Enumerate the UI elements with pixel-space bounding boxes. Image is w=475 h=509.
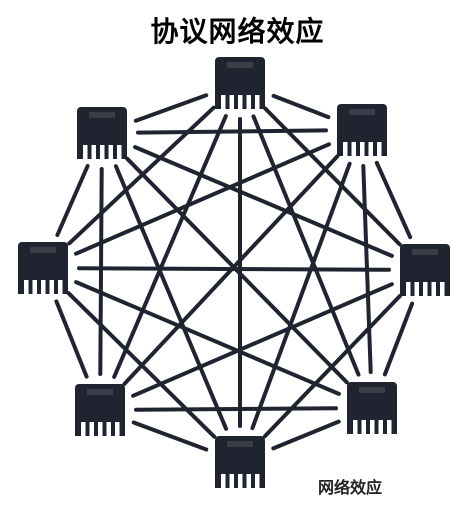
network-links bbox=[54, 93, 415, 452]
network-link bbox=[74, 142, 331, 256]
network-link bbox=[133, 145, 394, 258]
network-link bbox=[131, 282, 394, 398]
network-port-icon bbox=[77, 107, 127, 159]
network-link bbox=[374, 160, 413, 240]
network-link bbox=[54, 299, 89, 379]
network-port-icon bbox=[337, 104, 387, 156]
network-port-icon bbox=[75, 384, 125, 436]
network-link bbox=[112, 114, 228, 379]
network-port-icon bbox=[347, 382, 397, 434]
network-link bbox=[271, 93, 331, 120]
network-port-icon bbox=[215, 436, 265, 488]
network-link bbox=[55, 164, 90, 237]
network-link bbox=[134, 406, 338, 412]
network-link bbox=[271, 419, 341, 451]
network-link bbox=[136, 128, 328, 135]
network-nodes bbox=[18, 57, 450, 488]
network-link bbox=[382, 301, 415, 377]
network-port-icon bbox=[18, 242, 68, 294]
network-link bbox=[250, 161, 352, 431]
network-link bbox=[251, 114, 361, 377]
network-link bbox=[113, 164, 229, 431]
network-link bbox=[125, 156, 349, 385]
network-port-icon bbox=[400, 244, 450, 296]
diagram-caption: 网络效应 bbox=[318, 478, 383, 497]
network-link bbox=[98, 167, 104, 376]
diagram-title: 协议网络效应 bbox=[150, 15, 325, 48]
network-port-icon bbox=[215, 57, 265, 109]
network-link bbox=[74, 280, 341, 396]
network-link bbox=[66, 291, 217, 439]
network-link bbox=[131, 420, 209, 452]
network-link bbox=[133, 93, 209, 123]
